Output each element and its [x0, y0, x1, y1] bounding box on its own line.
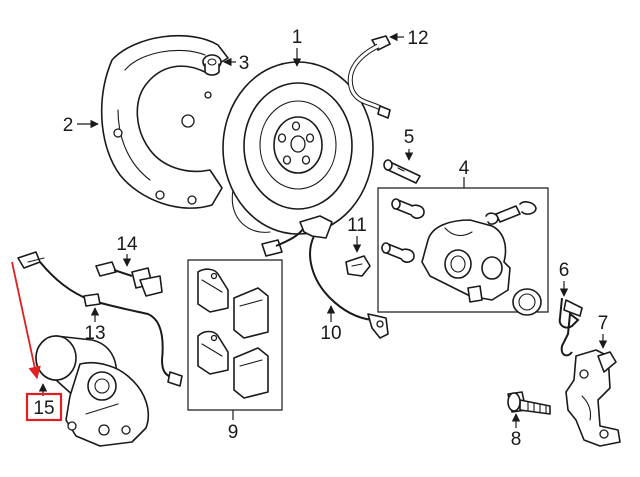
brake-pads-set	[187, 259, 283, 411]
highlight-arrow	[11, 261, 41, 380]
callout-2: 2	[63, 115, 74, 136]
spring-clip-part-6	[558, 297, 583, 357]
leader-lines	[11, 32, 608, 428]
callout-12: 12	[407, 28, 428, 49]
caliper-assembly	[377, 187, 549, 316]
connector-part-14	[95, 261, 163, 297]
callout-8: 8	[511, 429, 522, 450]
callout-15: 15	[33, 398, 54, 419]
caliper-bracket	[565, 349, 621, 447]
highlight-box	[25, 392, 63, 422]
callout-13: 13	[84, 323, 105, 344]
callout-11: 11	[347, 215, 367, 236]
callout-7: 7	[598, 313, 609, 334]
parking-brake-harness	[17, 251, 183, 387]
callout-1: 1	[292, 27, 303, 48]
callout-4: 4	[459, 158, 470, 179]
callout-10: 10	[320, 323, 341, 344]
guide-pin-part-5	[383, 159, 421, 184]
abs-sensor-harness	[261, 215, 389, 339]
brake-rotor	[222, 61, 374, 235]
callout-6: 6	[559, 260, 570, 281]
brake-hose	[347, 35, 391, 119]
callout-labels: 1 2 3 4 5 6 7 8 9 10 11 12 13 14 15	[33, 27, 608, 450]
parking-brake-motor	[35, 335, 150, 447]
callout-3: 3	[239, 53, 250, 74]
splash-shield	[100, 34, 229, 209]
callout-9: 9	[228, 422, 239, 443]
bracket-bolt-part-8	[507, 391, 551, 415]
wire-bracket-part-11	[345, 255, 371, 277]
callout-5: 5	[404, 127, 415, 148]
callout-14: 14	[116, 234, 138, 255]
bolt-part-3	[202, 54, 222, 76]
